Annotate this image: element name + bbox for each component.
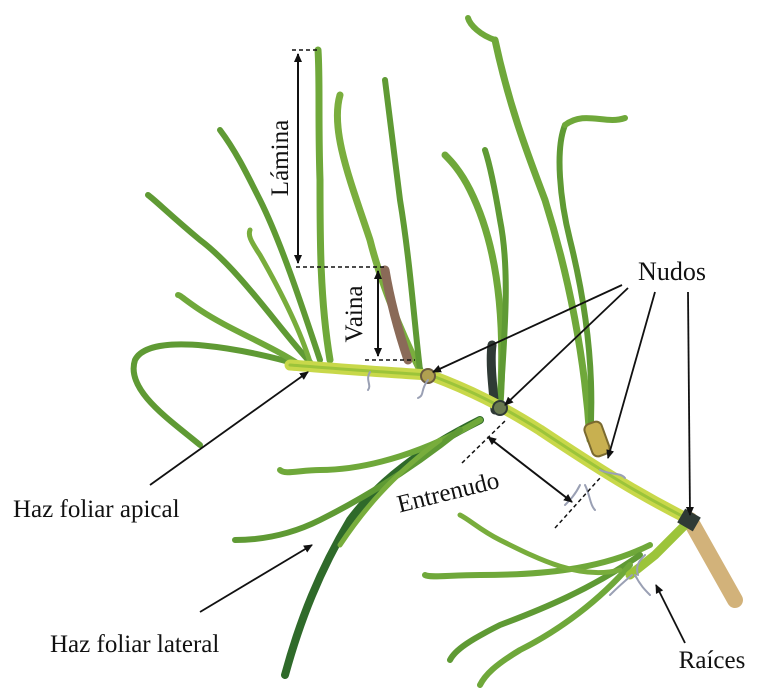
haz-lateral-pointer (200, 545, 312, 612)
rhizome-tip (690, 520, 735, 600)
label-haz-lateral: Haz foliar lateral (50, 631, 219, 658)
nudos-pointer-3 (608, 292, 655, 458)
raices-pointer (656, 585, 685, 643)
label-entrenudo: Entrenudo (394, 467, 502, 518)
nudos-pointer-4 (688, 292, 690, 515)
haz-apical-pointer (150, 372, 308, 485)
lateral-leaves (235, 420, 480, 675)
nudos-pointer-2 (505, 288, 628, 405)
entrenudo-dash-2 (555, 478, 600, 528)
node-3 (583, 420, 612, 458)
label-raices: Raíces (679, 647, 746, 674)
text-labels: Lámina Vaina Nudos Entrenudo Haz foliar … (13, 120, 745, 674)
plant-illustration (134, 18, 735, 685)
apical-leaves (134, 50, 420, 445)
node-2 (493, 401, 507, 415)
label-vaina: Vaina (341, 286, 368, 343)
nudos-pointer-1 (433, 285, 622, 372)
label-lamina: Lámina (267, 120, 294, 196)
label-nudos: Nudos (638, 257, 706, 286)
label-haz-apical: Haz foliar apical (13, 496, 180, 523)
lower-leaves (425, 515, 650, 685)
